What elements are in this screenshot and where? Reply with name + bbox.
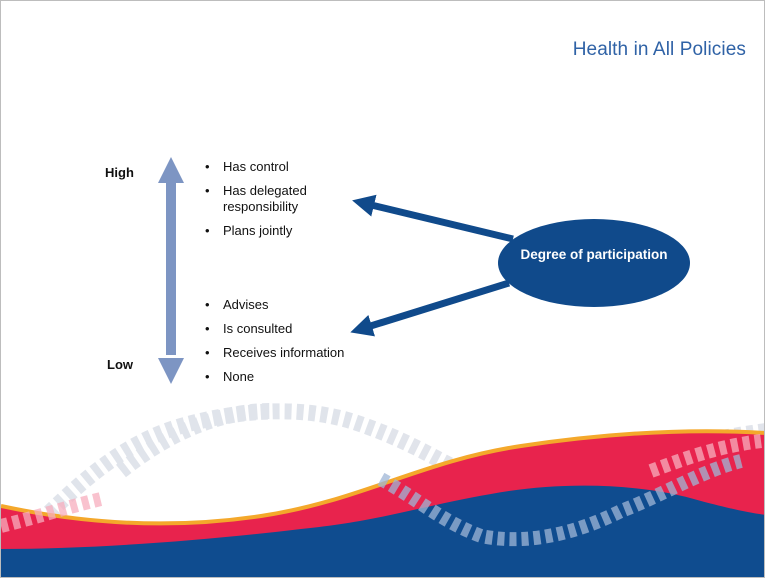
list-item: • Advises [203, 297, 403, 313]
slide-title: Health in All Policies [572, 39, 746, 60]
arrow-to-bottom-group [350, 279, 511, 337]
list-item: • Is consulted [203, 321, 403, 337]
list-item: • Receives information [203, 345, 403, 361]
bullet-icon: • [205, 369, 210, 384]
bullet-icon: • [205, 321, 210, 336]
wave-blue [1, 485, 764, 577]
bottom-levels-list: • Advises • Is consulted • Receives informa… [203, 297, 403, 393]
list-item-text: Has control [223, 159, 289, 174]
top-levels-list: • Has control • Has delegated responsibili… [203, 159, 353, 247]
list-item: • Has delegated responsibility [203, 183, 353, 215]
bullet-icon: • [205, 297, 210, 312]
list-item-text: None [223, 369, 255, 384]
scale-arrow [158, 157, 184, 384]
list-item-text: Has delegated responsibility [223, 183, 307, 214]
list-item-text: Receives information [223, 345, 345, 360]
high-label: High [105, 165, 134, 180]
participation-node [498, 219, 690, 307]
low-label: Low [107, 357, 133, 372]
list-item: • None [203, 369, 403, 385]
list-item-text: Advises [223, 297, 269, 312]
bullet-icon: • [205, 223, 210, 238]
list-item: • Plans jointly [203, 223, 353, 239]
bullet-icon: • [205, 183, 210, 198]
list-item: • Has control [203, 159, 353, 175]
people-chain-overlay [1, 434, 762, 547]
list-item-text: Plans jointly [223, 223, 293, 238]
bullet-icon: • [205, 345, 210, 360]
bullet-icon: • [205, 159, 210, 174]
list-item-text: Is consulted [223, 321, 293, 336]
participation-node-label: Degree of participation [520, 247, 668, 262]
arrow-to-top-group [352, 194, 514, 243]
